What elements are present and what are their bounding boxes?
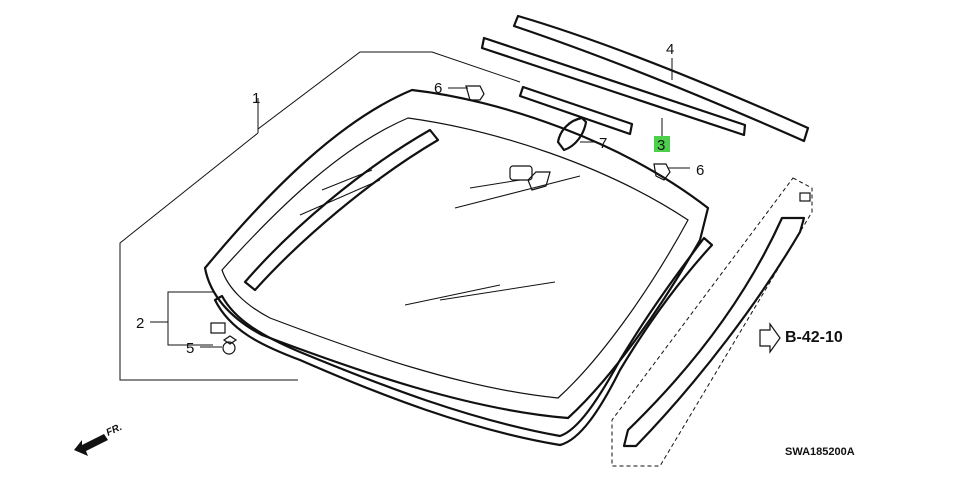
dam-rubber[interactable] xyxy=(213,236,714,447)
moulding-4[interactable] xyxy=(512,14,810,143)
callout-3[interactable]: 3 xyxy=(657,137,665,154)
callout-5[interactable]: 5 xyxy=(186,340,194,357)
sensor-bracket[interactable] xyxy=(509,165,533,181)
leader-2b xyxy=(167,322,213,346)
group-outline-left xyxy=(119,132,298,381)
reference-arrow-icon xyxy=(759,322,781,354)
diagram-code: SWA185200A xyxy=(785,446,855,458)
side-group-outline xyxy=(611,177,813,467)
side-clip[interactable] xyxy=(799,192,811,202)
side-moulding-left[interactable] xyxy=(243,128,440,292)
mirror-base[interactable] xyxy=(527,171,551,191)
callout-1[interactable]: 1 xyxy=(252,90,260,107)
front-arrow-icon xyxy=(74,434,108,456)
reference-label[interactable]: B-42-10 xyxy=(785,329,843,346)
callout-6-left[interactable]: 6 xyxy=(434,80,442,97)
leader-2a xyxy=(167,291,213,322)
clip-5[interactable] xyxy=(222,341,236,355)
callout-4[interactable]: 4 xyxy=(666,41,674,58)
callout-7[interactable]: 7 xyxy=(599,135,607,152)
front-arrow-label: FR. xyxy=(105,422,124,439)
reflection-line xyxy=(299,179,381,216)
fastener-6-right[interactable] xyxy=(653,163,671,181)
clip-2[interactable] xyxy=(210,322,226,334)
group-outline xyxy=(257,51,521,133)
reflection-line xyxy=(469,179,521,189)
windshield-inner-edge xyxy=(221,117,689,399)
side-moulding-right[interactable] xyxy=(622,216,806,448)
callout-6-right[interactable]: 6 xyxy=(696,162,704,179)
moulding-3[interactable] xyxy=(480,36,747,137)
clip-5-body xyxy=(222,335,238,345)
reflection-line xyxy=(439,281,556,301)
fastener-6-left[interactable] xyxy=(465,85,485,101)
callout-3-highlight xyxy=(654,136,670,152)
reflection-line xyxy=(404,284,501,306)
cover-7[interactable] xyxy=(556,116,588,152)
reflection-line xyxy=(454,175,581,209)
windshield-glass[interactable] xyxy=(203,88,710,420)
callout-2[interactable]: 2 xyxy=(136,315,144,332)
moulding-3-lower[interactable] xyxy=(518,85,634,136)
